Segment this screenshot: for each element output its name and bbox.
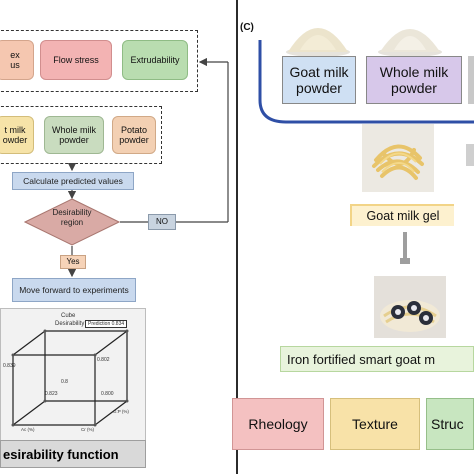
fortified-gel-photo — [374, 276, 446, 338]
cube-plot-panel: Cube Desirability Prediction 0.834 0.839… — [0, 308, 146, 442]
structure-box: Struc — [426, 398, 474, 450]
texture-box: Texture — [330, 398, 420, 450]
whole-milk-powder-card: Whole milk powder — [366, 56, 462, 104]
cube-prediction-box: Prediction 0.834 — [85, 320, 128, 328]
decision-diamond — [24, 198, 120, 246]
panel-label-c: (C) — [240, 22, 254, 33]
calculate-box: Calculate predicted values — [12, 172, 134, 190]
yes-label: Yes — [60, 255, 86, 269]
right-edge-box — [466, 144, 474, 166]
cube-value-4: 0.823 — [45, 391, 58, 397]
flow-connectors — [67, 57, 229, 278]
gel-to-fortified-arrow — [400, 232, 410, 264]
no-label: NO — [148, 214, 176, 230]
move-forward-box: Move forward to experiments — [12, 278, 136, 302]
response-extrudability: Extrudability — [122, 40, 188, 80]
response-complex-modulus: ex us — [0, 40, 34, 80]
cube-axis-ac: Ac (%) — [21, 427, 35, 432]
cube-value-5: 0.800 — [101, 391, 114, 397]
desirability-caption: esirability function — [0, 440, 146, 468]
cube-subtitle: Desirability — [55, 321, 85, 327]
factor-potato-powder: Potato powder — [112, 116, 156, 154]
goat-milk-powder-card: Goat milk powder — [282, 56, 356, 104]
panel-divider — [236, 0, 238, 474]
cube-axis-cr: Cr (%) — [81, 427, 94, 432]
whole-milk-powder-photo — [378, 29, 442, 56]
factor-group — [0, 106, 162, 164]
cube-title: Cube — [61, 313, 76, 319]
factor-goat-milk-powder: t milk owder — [0, 116, 34, 154]
third-powder-card-edge — [468, 56, 474, 104]
cube-value-1: 0.839 — [3, 363, 16, 369]
response-group — [0, 30, 198, 92]
fortified-gel-label: Iron fortified smart goat m — [280, 346, 474, 372]
rheology-box: Rheology — [232, 398, 324, 450]
goat-milk-powder-photo — [286, 28, 350, 56]
cube-axis-gp: G:P (%) — [113, 409, 129, 414]
decision-label: Desirability region — [52, 208, 92, 228]
gel-noodle-photo — [362, 124, 434, 192]
factor-whole-milk-powder: Whole milk powder — [44, 116, 104, 154]
cube-wireframe — [11, 329, 129, 427]
cube-value-3: 0.802 — [97, 357, 110, 363]
powder-bracket — [258, 40, 474, 124]
goat-milk-gel-label: Goat milk gel — [350, 204, 454, 226]
cube-value-2: 0.8 — [61, 379, 68, 385]
response-flow-stress: Flow stress — [40, 40, 112, 80]
